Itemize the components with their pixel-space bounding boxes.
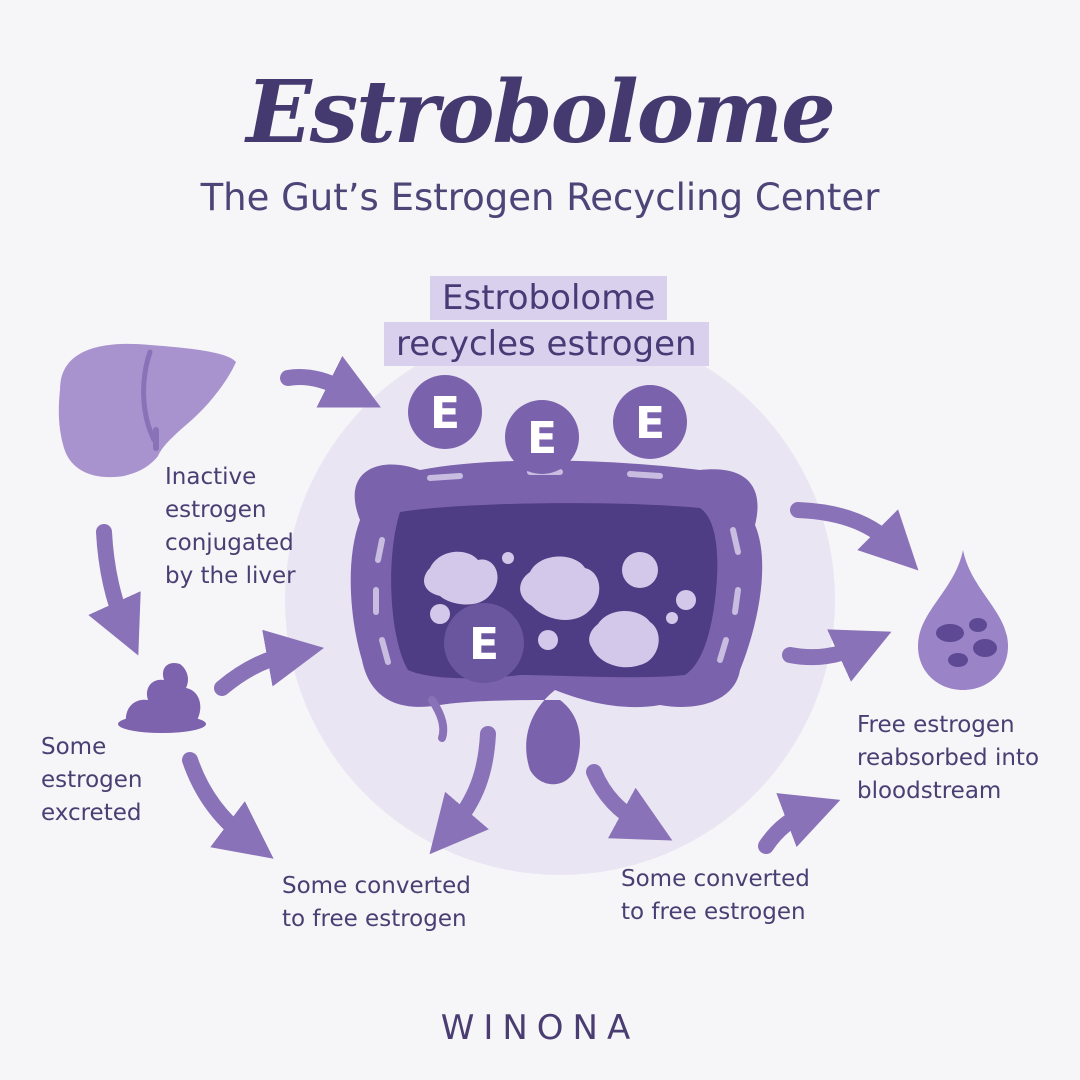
arrow-icon xyxy=(280,355,381,408)
estrogen-marker-icon: E E E E xyxy=(408,375,687,683)
label-excreted: Some estrogen excreted xyxy=(41,734,143,826)
blood-drop-icon xyxy=(918,550,1008,690)
estrogen-marker-label: E xyxy=(527,413,557,464)
arrow-icon xyxy=(429,726,496,855)
estrogen-marker-label: E xyxy=(430,388,460,439)
arrow-icon xyxy=(758,793,841,854)
label-reabsorbed: Free estrogen reabsorbed into bloodstrea… xyxy=(857,712,1040,804)
arrow-icon xyxy=(182,752,274,859)
estrogen-marker-label: E xyxy=(635,398,665,449)
page-subtitle: The Gut’s Estrogen Recycling Center xyxy=(200,176,880,219)
arrow-icon xyxy=(88,524,141,656)
arrow-icon xyxy=(790,502,919,571)
label-converted-left: Some converted to free estrogen xyxy=(282,873,471,932)
estrogen-marker-label: E xyxy=(469,619,499,670)
label-converted-right: Some converted to free estrogen xyxy=(621,866,810,925)
recycles-estrogen-badge: recycles estrogen xyxy=(384,322,709,366)
page-title: Estrobolome xyxy=(246,62,836,163)
brand-logo: WINONA xyxy=(440,1008,640,1048)
stool-icon xyxy=(118,662,206,733)
arrow-icon xyxy=(214,629,325,696)
label-liver: Inactive estrogen conjugated by the live… xyxy=(165,464,296,589)
arrow-icon xyxy=(586,764,673,841)
arrow-icon xyxy=(782,629,892,682)
estrobolome-badge: Estrobolome xyxy=(430,276,668,320)
liver-icon xyxy=(58,343,236,478)
